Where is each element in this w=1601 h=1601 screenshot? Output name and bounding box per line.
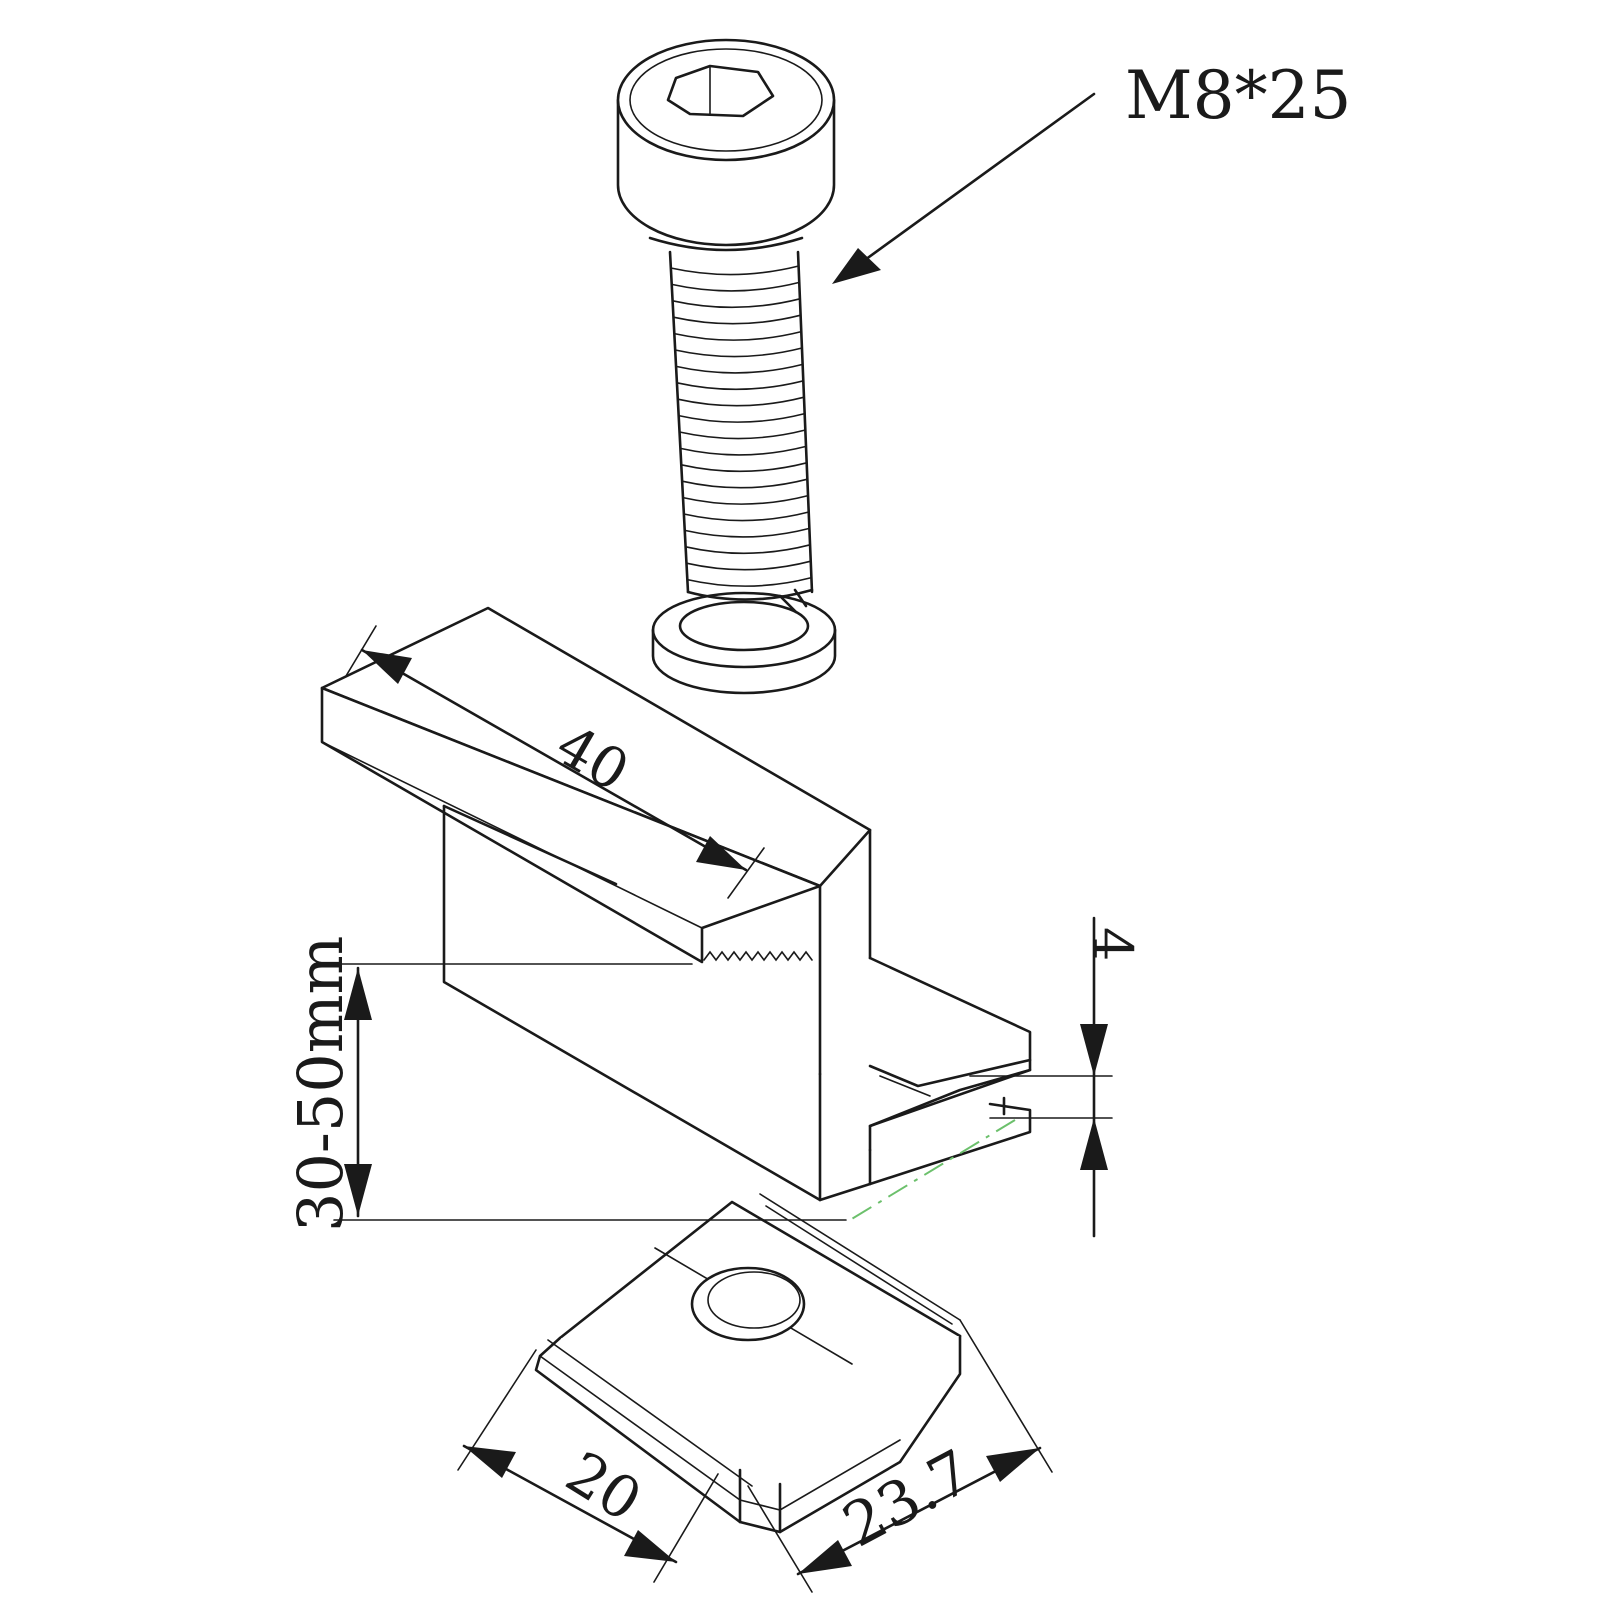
thread-line <box>670 281 801 292</box>
thread-line <box>671 298 801 309</box>
thread-line <box>678 429 807 440</box>
lip-label: 4 <box>1081 927 1144 961</box>
thread-line <box>680 462 808 473</box>
thread-line <box>683 527 811 538</box>
thread-line <box>681 478 809 489</box>
dim-length-40 <box>345 625 765 899</box>
thread-line <box>672 314 802 325</box>
dim-nut-width-20 <box>457 1349 719 1583</box>
thread-line <box>684 544 811 555</box>
thread-line <box>682 494 809 505</box>
dim-height-range <box>333 963 847 1221</box>
thread-line <box>676 380 805 391</box>
bolt-spec-label: M8*25 <box>1125 57 1352 134</box>
thread-line <box>674 347 803 358</box>
thread-line <box>686 576 813 587</box>
center-line <box>849 1119 1016 1221</box>
bolt-head <box>616 38 836 247</box>
hex-socket-bolt <box>616 38 837 695</box>
hex-socket-icon <box>666 64 775 118</box>
spring-washer <box>651 588 837 695</box>
thread-line <box>677 412 806 423</box>
bolt-shank <box>668 250 814 594</box>
height-range-label: 30-50mm <box>284 936 357 1232</box>
nut-width-label: 20 <box>555 1438 654 1535</box>
end-clamp-body <box>320 606 1032 1202</box>
thread-line <box>676 396 805 407</box>
dim-nut-length-23-7 <box>747 1319 1053 1593</box>
thread-line <box>670 265 800 276</box>
thread-line <box>683 511 810 522</box>
bolt-spec-leader <box>832 92 1096 284</box>
dim-lip-4 <box>969 916 1113 1238</box>
thread-line <box>679 445 807 456</box>
thread-line <box>675 363 804 374</box>
thread-line <box>673 330 803 341</box>
thread-line <box>685 560 812 571</box>
sliding-nut <box>534 1193 962 1534</box>
